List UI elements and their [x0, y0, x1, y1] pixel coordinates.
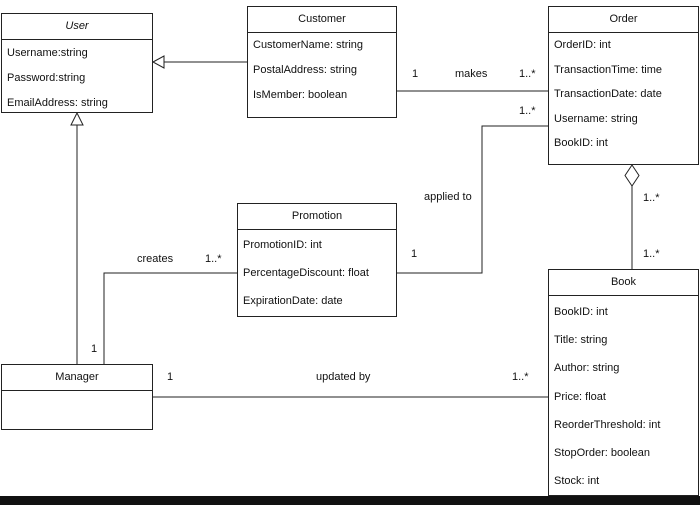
class-book: Book BookID: int Title: string Author: s… — [548, 269, 699, 496]
applied-to-association-line — [397, 125, 548, 274]
class-order-attr-transactiontime: TransactionTime: time — [554, 63, 662, 76]
class-customer-name: Customer — [248, 7, 396, 33]
bottom-border-bar — [0, 496, 700, 505]
manager-user-generalization-arrow — [70, 111, 84, 126]
class-manager-name: Manager — [2, 365, 152, 391]
class-order: Order OrderID: int TransactionTime: time… — [548, 6, 699, 165]
class-order-name: Order — [549, 7, 698, 33]
creates-promotion-multiplicity: 1..* — [205, 253, 222, 265]
class-book-attr-title: Title: string — [554, 334, 608, 347]
updated-by-label: updated by — [316, 371, 371, 383]
class-promotion-attr-promotionid: PromotionID: int — [243, 239, 322, 251]
class-customer-attr-postaladdress: PostalAddress: string — [253, 64, 357, 76]
updated-by-book-multiplicity: 1..* — [512, 371, 529, 383]
class-customer: Customer CustomerName: string PostalAddr… — [247, 6, 397, 118]
class-book-name: Book — [549, 270, 698, 296]
class-user: User Username:string Password:string Ema… — [1, 13, 153, 113]
class-order-attr-username: Username: string — [554, 112, 638, 125]
applied-to-order-multiplicity: 1..* — [519, 105, 536, 117]
creates-manager-multiplicity: 1 — [91, 343, 98, 355]
class-promotion-attr-expirationdate: ExpirationDate: date — [243, 295, 343, 307]
creates-association-line — [103, 272, 237, 364]
makes-label: makes — [455, 68, 488, 80]
order-book-book-multiplicity: 1..* — [643, 248, 660, 260]
aggregation-diamond-icon — [624, 164, 640, 187]
class-user-attr-password: Password:string — [7, 72, 86, 84]
order-book-order-multiplicity: 1..* — [643, 192, 660, 204]
class-book-attr-reorderthreshold: ReorderThreshold: int — [554, 418, 661, 431]
class-promotion-attr-percentagediscount: PercentageDiscount: float — [243, 267, 369, 279]
makes-right-multiplicity: 1..* — [519, 68, 536, 80]
updated-by-manager-multiplicity: 1 — [167, 371, 174, 383]
class-promotion-name: Promotion — [238, 204, 396, 230]
applied-to-promotion-multiplicity: 1 — [411, 248, 418, 260]
applied-to-label: applied to — [424, 191, 472, 203]
class-order-attr-transactiondate: TransactionDate: date — [554, 88, 662, 100]
makes-left-multiplicity: 1 — [412, 68, 419, 80]
class-book-attr-stoporder: StopOrder: boolean — [554, 446, 651, 459]
class-promotion: Promotion PromotionID: int PercentageDis… — [237, 203, 397, 317]
class-book-attr-stock: Stock: int — [554, 475, 600, 488]
class-user-attr-email: EmailAddress: string — [7, 97, 108, 109]
class-customer-attr-customername: CustomerName: string — [253, 39, 364, 51]
class-customer-attr-ismember: IsMember: boolean — [253, 89, 348, 101]
class-order-attr-orderid: OrderID: int — [554, 39, 611, 51]
class-book-attr-bookid: BookID: int — [554, 306, 608, 318]
class-user-name: User — [2, 14, 152, 40]
class-order-attr-bookid: BookID: int — [554, 137, 608, 149]
creates-label: creates — [137, 253, 174, 265]
class-manager: Manager — [1, 364, 153, 430]
class-book-attr-price: Price: float — [554, 390, 606, 403]
class-user-attr-username: Username:string — [7, 47, 88, 59]
class-book-attr-author: Author: string — [554, 362, 620, 375]
customer-user-generalization-arrow — [151, 55, 165, 69]
